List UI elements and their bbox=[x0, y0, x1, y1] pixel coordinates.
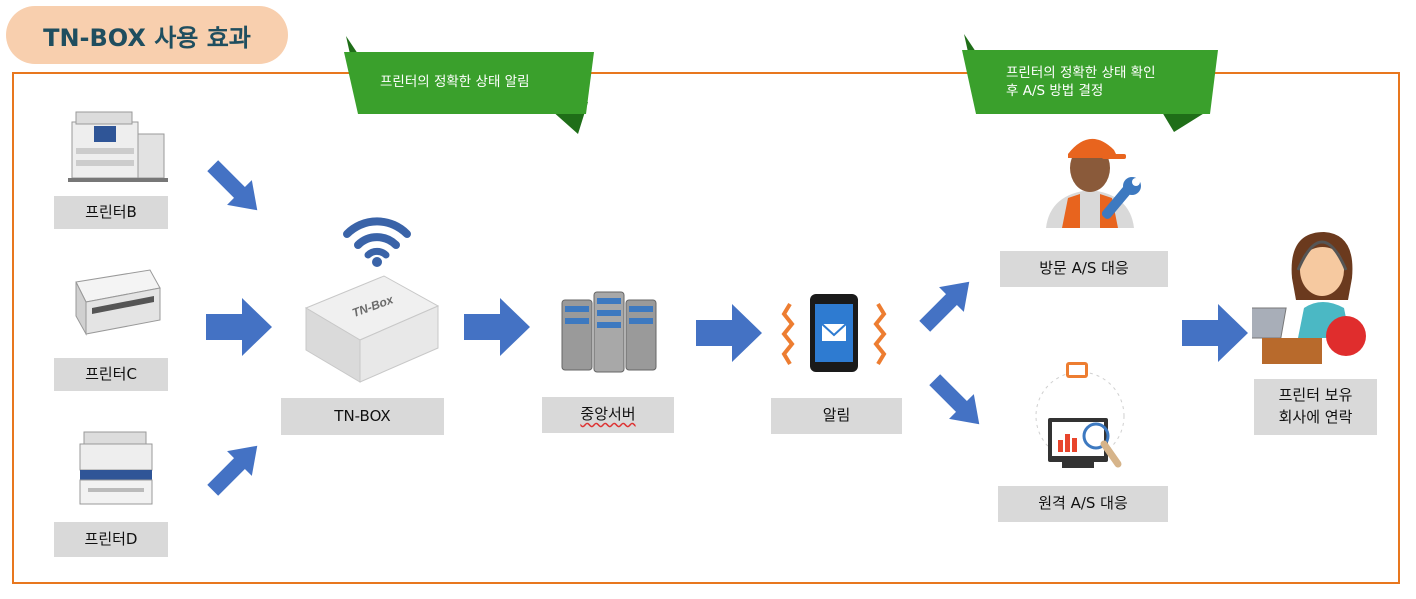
wifi-icon bbox=[343, 217, 411, 267]
tnbox-device-icon: TN-Box bbox=[304, 275, 440, 383]
arrow-right-icon bbox=[1182, 304, 1248, 362]
banner-left bbox=[344, 36, 594, 134]
banner-left-text: 프린터의 정확한 상태 알림 bbox=[380, 74, 530, 90]
arrow-down-right-icon bbox=[207, 160, 258, 211]
printer-c-label: 프린터C bbox=[54, 358, 168, 391]
arrow-right-icon bbox=[696, 304, 762, 362]
server-icon bbox=[561, 291, 657, 373]
banner-right-text: 프린터의 정확한 상태 확인 후 A/S 방법 결정 bbox=[1006, 64, 1156, 100]
arrow-right-icon bbox=[464, 298, 530, 356]
banner-right bbox=[962, 34, 1218, 132]
diagram-frame bbox=[12, 72, 1400, 584]
alert-label: 알림 bbox=[771, 398, 902, 434]
arrow-down-right-icon bbox=[929, 374, 980, 425]
contact-company-line1: 프린터 보유 bbox=[1278, 386, 1353, 405]
technician-icon bbox=[1046, 138, 1141, 228]
printer-d-label: 프린터D bbox=[54, 522, 168, 557]
phone-notification-icon bbox=[781, 294, 887, 372]
banner-right-line1: 프린터의 정확한 상태 확인 bbox=[1006, 65, 1156, 81]
page-title: TN-BOX 사용 효과 bbox=[6, 6, 288, 64]
arrow-right-icon bbox=[206, 298, 272, 356]
printer-icon bbox=[75, 269, 161, 336]
remote-support-icon bbox=[1035, 362, 1125, 468]
tnbox-label: TN-BOX bbox=[281, 398, 444, 435]
visit-as-label: 방문 A/S 대응 bbox=[1000, 251, 1168, 287]
server-label: 중앙서버 bbox=[542, 397, 674, 433]
arrow-up-right-icon bbox=[919, 281, 970, 332]
contact-company-label: 프린터 보유 회사에 연락 bbox=[1254, 379, 1377, 435]
contact-company-line2: 회사에 연락 bbox=[1278, 408, 1353, 426]
printer-b-label: 프린터B bbox=[54, 196, 168, 229]
copier-icon bbox=[68, 111, 168, 182]
remote-as-label: 원격 A/S 대응 bbox=[998, 486, 1168, 522]
mfp-printer-icon bbox=[79, 431, 153, 505]
banner-right-line2: 후 A/S 방법 결정 bbox=[1006, 83, 1104, 100]
server-label-text: 중앙서버 bbox=[580, 405, 636, 424]
call-center-agent-icon bbox=[1252, 232, 1366, 364]
arrow-up-right-icon bbox=[207, 445, 258, 496]
